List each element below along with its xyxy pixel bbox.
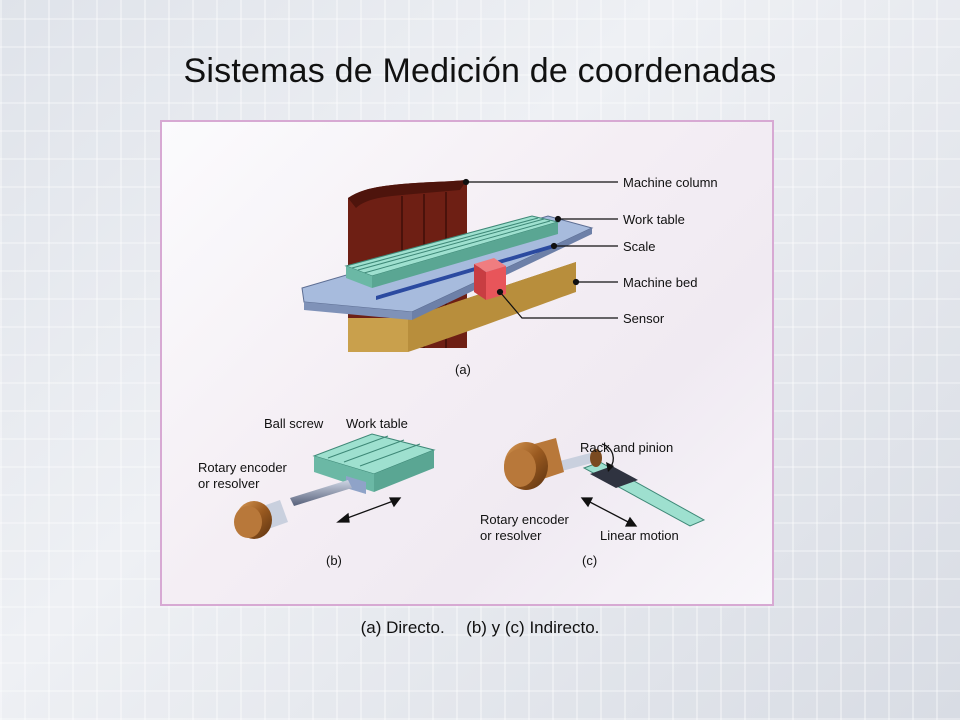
callout-lines-a	[462, 178, 618, 319]
label-machine-column: Machine column	[623, 175, 718, 190]
sublabel-b: (b)	[326, 553, 342, 568]
diagram-a: Machine column Work table Scale Machine …	[301, 175, 718, 377]
scale	[376, 244, 554, 300]
sublabel-a: (a)	[455, 362, 471, 377]
slide-title: Sistemas de Medición de coordenadas	[183, 52, 777, 90]
rack	[582, 461, 706, 527]
pinion	[556, 449, 602, 472]
label-work-table-b: Work table	[346, 416, 408, 431]
machine-bed	[348, 262, 576, 352]
diagram-c: Rack and pinion Rotary encoder or resolv…	[480, 438, 706, 568]
caption-part-bc: (b) y (c) Indirecto.	[466, 618, 600, 637]
ball-screw	[290, 480, 352, 506]
rotary-encoder-c	[504, 438, 564, 490]
label-work-table: Work table	[623, 212, 685, 227]
figure-panel: Machine column Work table Scale Machine …	[160, 120, 774, 606]
label-sensor: Sensor	[623, 311, 665, 326]
figure-caption: (a) Directo. (b) y (c) Indirecto.	[0, 618, 960, 638]
caption-part-a: (a) Directo.	[360, 618, 445, 637]
label-scale: Scale	[623, 239, 656, 254]
label-encoder-b-line2: or resolver	[198, 476, 260, 491]
label-rack-and-pinion: Rack and pinion	[580, 440, 673, 455]
motion-arrow-c	[580, 497, 638, 527]
rotation-arrow-head	[606, 462, 614, 472]
work-table-b	[312, 433, 436, 494]
label-encoder-b-line1: Rotary encoder	[198, 460, 288, 475]
sublabel-c: (c)	[582, 553, 597, 568]
label-linear-motion: Linear motion	[600, 528, 679, 543]
label-encoder-c-line1: Rotary encoder	[480, 512, 570, 527]
label-ball-screw: Ball screw	[264, 416, 324, 431]
motion-arrow-b	[336, 497, 402, 523]
label-encoder-c-line2: or resolver	[480, 528, 542, 543]
measurement-diagram: Machine column Work table Scale Machine …	[198, 175, 718, 568]
label-machine-bed: Machine bed	[623, 275, 697, 290]
rotary-encoder-b	[234, 500, 288, 539]
diagram-b: Ball screw Work table Rotary encoder or …	[198, 416, 436, 568]
